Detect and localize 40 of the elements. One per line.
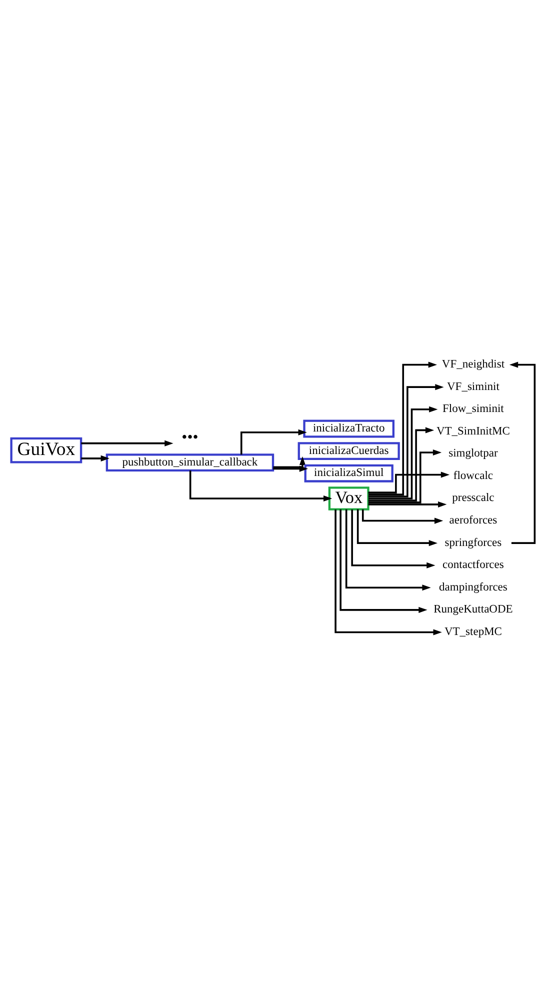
arrow <box>368 427 434 502</box>
arrow <box>368 362 437 496</box>
node-text: VF_siminit <box>447 380 500 393</box>
arrow <box>189 470 332 502</box>
arrow <box>334 509 442 636</box>
node-text: dampingforces <box>439 581 508 594</box>
arrow <box>368 384 444 498</box>
node-box: Vox <box>328 486 370 510</box>
node-text: VF_neighdist <box>442 358 505 371</box>
node-text: RungeKuttaODE <box>434 604 513 616</box>
node-box: inicializaTracto <box>303 420 394 438</box>
node-box: GuiVox <box>10 437 82 464</box>
node-text: Flow_siminit <box>442 403 504 416</box>
arrow <box>351 510 436 568</box>
arrow <box>368 472 450 494</box>
arrow <box>81 440 174 446</box>
node-text: contactforces <box>442 559 504 572</box>
node-text: VT_stepMC <box>444 626 502 638</box>
arrow <box>345 509 431 591</box>
node-box: inicializaCuerdas <box>298 442 400 460</box>
arrow <box>273 456 306 468</box>
node-text: ••• <box>182 429 198 446</box>
node-box: pushbutton_simular_callback <box>106 454 274 472</box>
arrow <box>273 466 308 472</box>
arrow <box>240 429 307 455</box>
arrow <box>362 509 444 524</box>
node-text: VT_SimInitMC <box>436 425 510 438</box>
node-text: simglotpar <box>448 448 498 460</box>
node-text: springforces <box>444 536 502 549</box>
arrow <box>368 406 438 500</box>
arrow <box>509 362 536 544</box>
arrow <box>368 501 447 508</box>
node-box: inicializaSimul <box>304 464 394 482</box>
arrow <box>356 509 438 546</box>
arrow <box>368 449 442 504</box>
node-text: aeroforces <box>449 514 498 527</box>
node-text: flowcalc <box>453 470 494 482</box>
arrow <box>81 455 110 462</box>
node-text: presscalc <box>452 492 494 504</box>
arrow <box>340 509 428 613</box>
